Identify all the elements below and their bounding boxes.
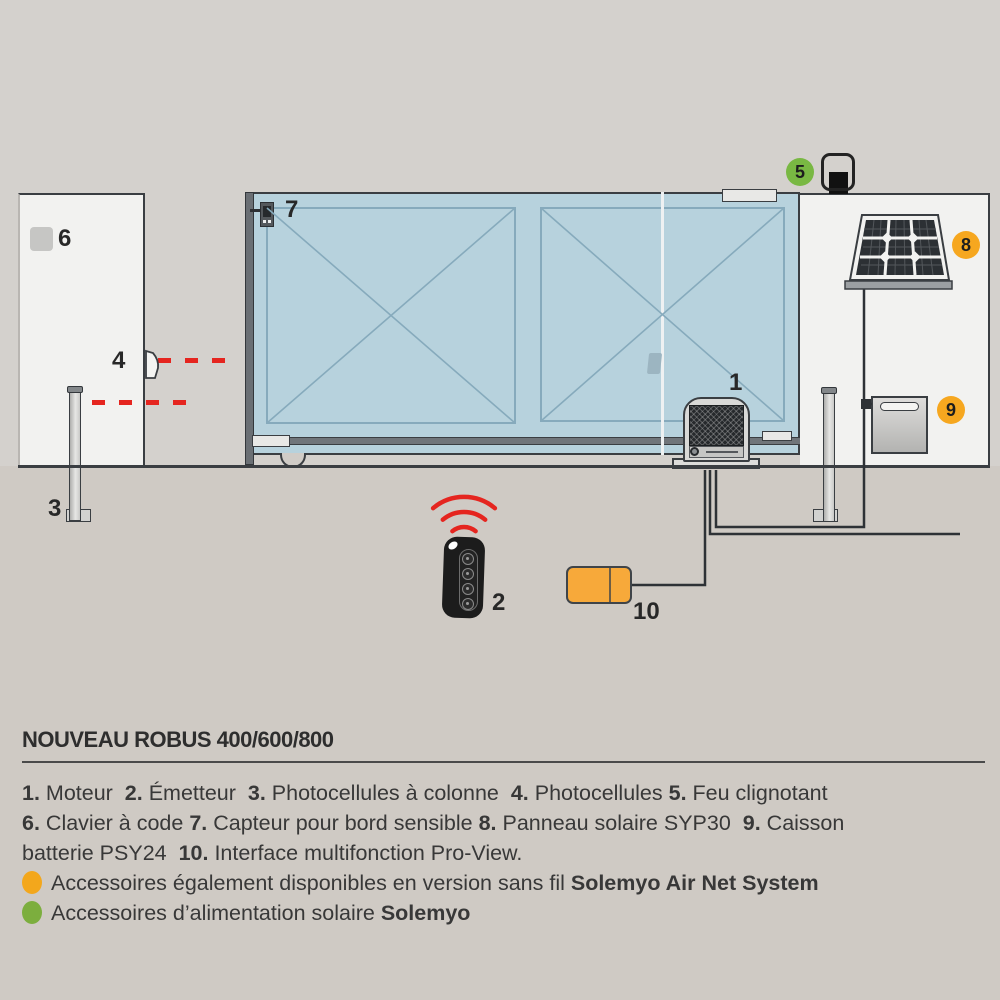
legend-bullet-icon [22, 871, 42, 894]
gate-leading-post [245, 192, 254, 465]
proview-interface [566, 566, 632, 604]
ground-line [18, 465, 990, 468]
legend-text: Photocellules [528, 781, 669, 805]
rail-end-left [252, 435, 290, 447]
photocell-beam-upper [158, 358, 228, 363]
legend-lines: 1. Moteur 2. Émetteur 3. Photocellules à… [22, 778, 980, 928]
rail-end-right [762, 431, 792, 441]
legend-bullet-icon [22, 901, 42, 924]
edge-sensor-arm [250, 209, 262, 212]
remote-button-panel [459, 549, 478, 611]
legend-text-bold: 5. [668, 781, 687, 805]
label-photocell-column: 3 [48, 495, 62, 522]
legend-line: Accessoires également disponibles en ver… [22, 868, 980, 898]
legend-text: Interface multifonction Pro-View. [208, 841, 523, 865]
label-keypad: 6 [58, 225, 72, 252]
label-motor: 1 [729, 369, 743, 396]
flashing-light-dome [821, 153, 855, 191]
legend-line: Accessoires d’alimentation solaire Solem… [22, 898, 980, 928]
edge-sensor-window [263, 206, 271, 217]
legend-divider [22, 761, 985, 763]
gate-panel-left [266, 207, 516, 424]
gate-top-bracket [722, 189, 777, 202]
legend-text: Capteur pour bord sensible [207, 811, 479, 835]
motor-grille [689, 405, 744, 446]
legend-text: Photocellules à colonne [265, 781, 511, 805]
badge-solar-panel: 8 [952, 231, 980, 259]
legend-text: Émetteur [142, 781, 248, 805]
legend-line: 1. Moteur 2. Émetteur 3. Photocellules à… [22, 778, 980, 808]
proview-interface-divider [609, 568, 611, 602]
legend-title: NOUVEAU ROBUS 400/600/800 [22, 727, 334, 752]
label-interface: 10 [633, 598, 660, 625]
gate-panel-seam [661, 192, 664, 455]
motor-release-knob [690, 447, 699, 456]
legend-text-bold: 3. [247, 781, 266, 805]
right-column-cap [821, 387, 837, 394]
remote-button [462, 598, 474, 610]
edge-sensor-contact [268, 220, 271, 223]
legend-line: 6. Clavier à code 7. Capteur pour bord s… [22, 808, 980, 838]
ground-background [0, 466, 1000, 1000]
legend-text-bold: 2. [124, 781, 143, 805]
legend-text-bold: 4. [510, 781, 529, 805]
legend-line: batterie PSY24 10. Interface multifoncti… [22, 838, 980, 868]
legend-text-bold: 8. [478, 811, 497, 835]
legend-text-bold: 1. [22, 781, 40, 805]
label-transmitter: 2 [492, 589, 506, 616]
motor-slot [706, 451, 738, 453]
label-photocell: 4 [112, 347, 126, 374]
gate-rack-rail [253, 437, 800, 445]
battery-handle [880, 402, 919, 411]
remote-button [462, 568, 474, 580]
legend-text-bold: Solemyo Air Net System [570, 871, 819, 895]
legend-text-bold: 9. [742, 811, 761, 835]
legend-text: Feu clignotant [686, 781, 828, 805]
legend-text: Caisson [760, 811, 845, 835]
right-photocell-column [823, 392, 835, 522]
legend-text-bold: 10. [178, 841, 209, 865]
gate-latch [646, 353, 663, 374]
edge-sensor-contact [263, 220, 266, 223]
code-keypad [30, 227, 53, 251]
legend-text: batterie PSY24 [22, 841, 179, 865]
left-column-cap [67, 386, 83, 393]
legend-text: Panneau solaire SYP30 [496, 811, 743, 835]
legend-text: Accessoires d’alimentation solaire [51, 901, 381, 925]
legend-text-bold: 7. [189, 811, 208, 835]
legend-text-bold: 6. [22, 811, 40, 835]
legend-text: Accessoires également disponibles en ver… [51, 871, 571, 895]
badge-battery-box: 9 [937, 396, 965, 424]
badge-flashing-light: 5 [786, 158, 814, 186]
remote-button [462, 553, 474, 565]
legend-text: Clavier à code [39, 811, 190, 835]
legend-text-bold: Solemyo [380, 901, 471, 925]
left-photocell-column [69, 391, 81, 521]
legend-text: Moteur [39, 781, 125, 805]
remote-button [462, 583, 474, 595]
label-edge-sensor: 7 [285, 196, 299, 223]
photocell-beam-lower [92, 400, 189, 405]
